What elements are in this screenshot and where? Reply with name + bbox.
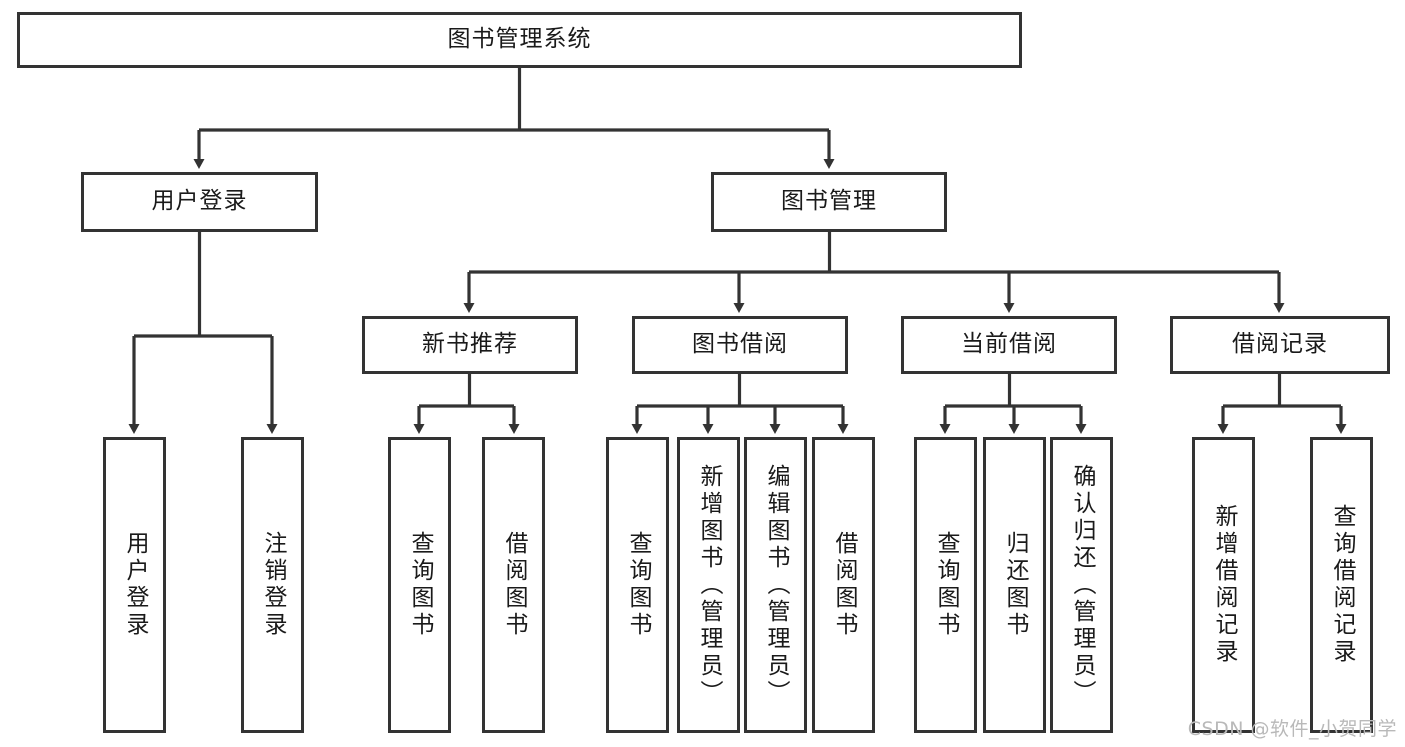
node-query-book-2[interactable]: 查询图书 bbox=[606, 437, 669, 733]
node-book-borrow[interactable]: 图书借阅 bbox=[632, 316, 848, 374]
node-user-login-do-label: 用户登录 bbox=[122, 531, 148, 639]
node-return-book-label: 归还图书 bbox=[1002, 531, 1028, 639]
node-add-book-admin[interactable]: 新增图书（管理员） bbox=[677, 437, 740, 733]
node-query-book-3-label: 查询图书 bbox=[933, 531, 959, 639]
node-book-borrow-label: 图书借阅 bbox=[692, 331, 788, 358]
node-current-borrow[interactable]: 当前借阅 bbox=[901, 316, 1117, 374]
node-query-borrow-record-label: 查询借阅记录 bbox=[1329, 504, 1355, 666]
node-root-label: 图书管理系统 bbox=[447, 26, 592, 53]
node-query-book-1-label: 查询图书 bbox=[407, 531, 433, 639]
node-borrow-records-label: 借阅记录 bbox=[1232, 331, 1328, 358]
csdn-watermark: CSDN @软件_小贺同学 bbox=[1187, 718, 1397, 740]
node-current-borrow-label: 当前借阅 bbox=[961, 331, 1057, 358]
node-add-borrow-record[interactable]: 新增借阅记录 bbox=[1192, 437, 1255, 733]
node-add-book-admin-label: 新增图书（管理员） bbox=[696, 463, 722, 707]
node-user-login[interactable]: 用户登录 bbox=[81, 172, 318, 232]
node-user-login-label: 用户登录 bbox=[151, 188, 248, 215]
node-borrow-book-2[interactable]: 借阅图书 bbox=[812, 437, 875, 733]
node-query-book-3[interactable]: 查询图书 bbox=[914, 437, 977, 733]
node-user-logout[interactable]: 注销登录 bbox=[241, 437, 304, 733]
node-query-book-1[interactable]: 查询图书 bbox=[388, 437, 451, 733]
node-new-book-recommend-label: 新书推荐 bbox=[422, 331, 518, 358]
node-user-login-do[interactable]: 用户登录 bbox=[103, 437, 166, 733]
node-query-book-2-label: 查询图书 bbox=[625, 531, 651, 639]
node-borrow-book-1[interactable]: 借阅图书 bbox=[482, 437, 545, 733]
node-query-borrow-record[interactable]: 查询借阅记录 bbox=[1310, 437, 1373, 733]
node-edit-book-admin[interactable]: 编辑图书（管理员） bbox=[744, 437, 807, 733]
node-book-management-label: 图书管理 bbox=[781, 188, 877, 215]
node-book-management[interactable]: 图书管理 bbox=[711, 172, 947, 232]
node-add-borrow-record-label: 新增借阅记录 bbox=[1211, 504, 1237, 666]
node-edit-book-admin-label: 编辑图书（管理员） bbox=[763, 463, 789, 707]
node-new-book-recommend[interactable]: 新书推荐 bbox=[362, 316, 578, 374]
node-borrow-book-2-label: 借阅图书 bbox=[831, 531, 857, 639]
node-confirm-return-admin[interactable]: 确认归还（管理员） bbox=[1050, 437, 1113, 733]
node-user-logout-label: 注销登录 bbox=[260, 531, 286, 639]
node-borrow-records[interactable]: 借阅记录 bbox=[1170, 316, 1390, 374]
node-borrow-book-1-label: 借阅图书 bbox=[501, 531, 527, 639]
node-confirm-return-admin-label: 确认归还（管理员） bbox=[1069, 463, 1095, 707]
node-root[interactable]: 图书管理系统 bbox=[17, 12, 1022, 68]
node-return-book[interactable]: 归还图书 bbox=[983, 437, 1046, 733]
